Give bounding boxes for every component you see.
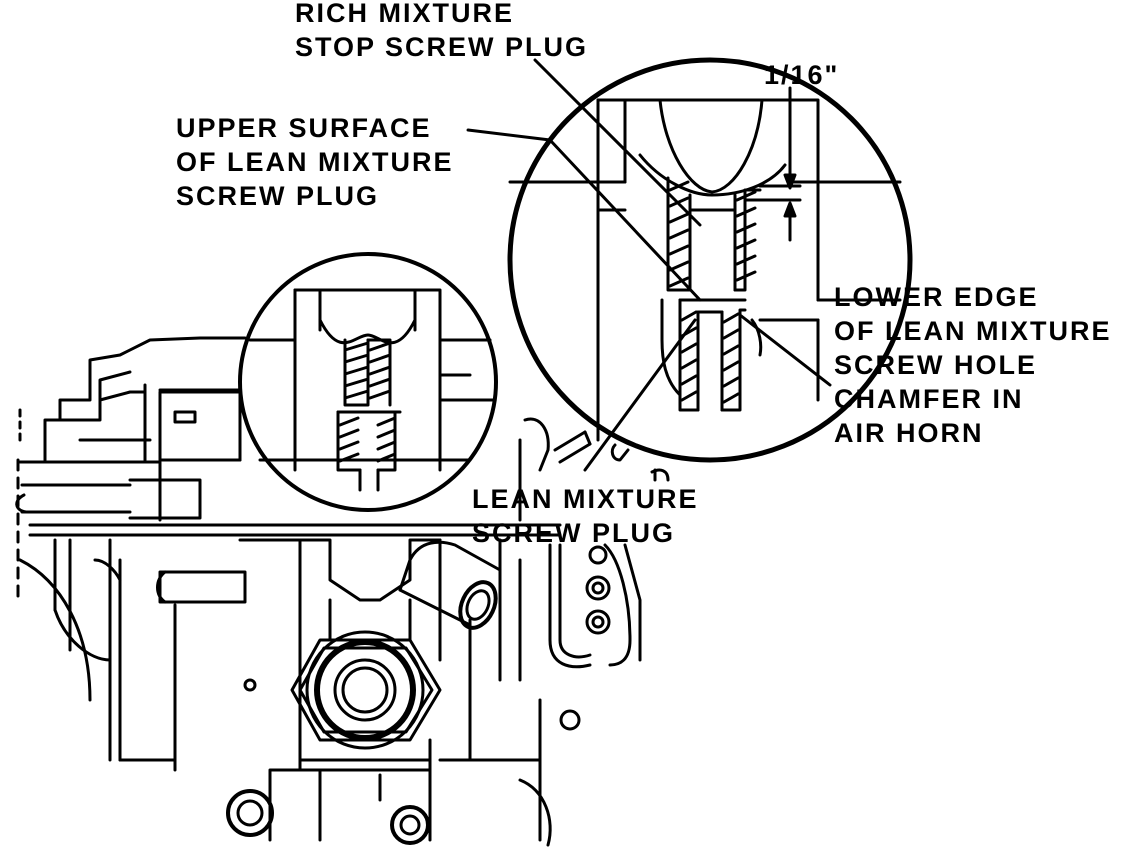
upper-surface-label: UPPER SURFACE OF LEAN MIXTURE SCREW PLUG bbox=[176, 111, 454, 213]
lean-mixture-screw-plug-label: LEAN MIXTURE SCREW PLUG bbox=[472, 482, 699, 550]
dimension-marker bbox=[743, 86, 802, 242]
dimension-label: 1/16" bbox=[764, 60, 840, 90]
large-detail-circle bbox=[507, 57, 913, 463]
label-line: AIR HORN bbox=[834, 418, 984, 448]
leader-lines bbox=[466, 58, 832, 472]
label-line: SCREW PLUG bbox=[176, 181, 380, 211]
label-line: SCREW HOLE bbox=[834, 350, 1038, 380]
label-line: OF LEAN MIXTURE bbox=[176, 147, 454, 177]
label-line: SCREW PLUG bbox=[472, 518, 676, 548]
label-line: LOWER EDGE bbox=[834, 282, 1039, 312]
lower-edge-label: LOWER EDGE OF LEAN MIXTURE SCREW HOLE CH… bbox=[834, 280, 1112, 450]
small-detail-circle bbox=[238, 252, 498, 512]
label-line: OF LEAN MIXTURE bbox=[834, 316, 1112, 346]
label-line: RICH MIXTURE bbox=[295, 0, 514, 28]
label-line: STOP SCREW PLUG bbox=[295, 32, 589, 62]
label-line: CHAMFER IN bbox=[834, 384, 1024, 414]
label-line: LEAN MIXTURE bbox=[472, 484, 699, 514]
label-line: UPPER SURFACE bbox=[176, 113, 432, 143]
rich-mixture-stop-screw-plug-label: RICH MIXTURE STOP SCREW PLUG bbox=[295, 0, 588, 64]
carburetor-body bbox=[15, 336, 670, 847]
